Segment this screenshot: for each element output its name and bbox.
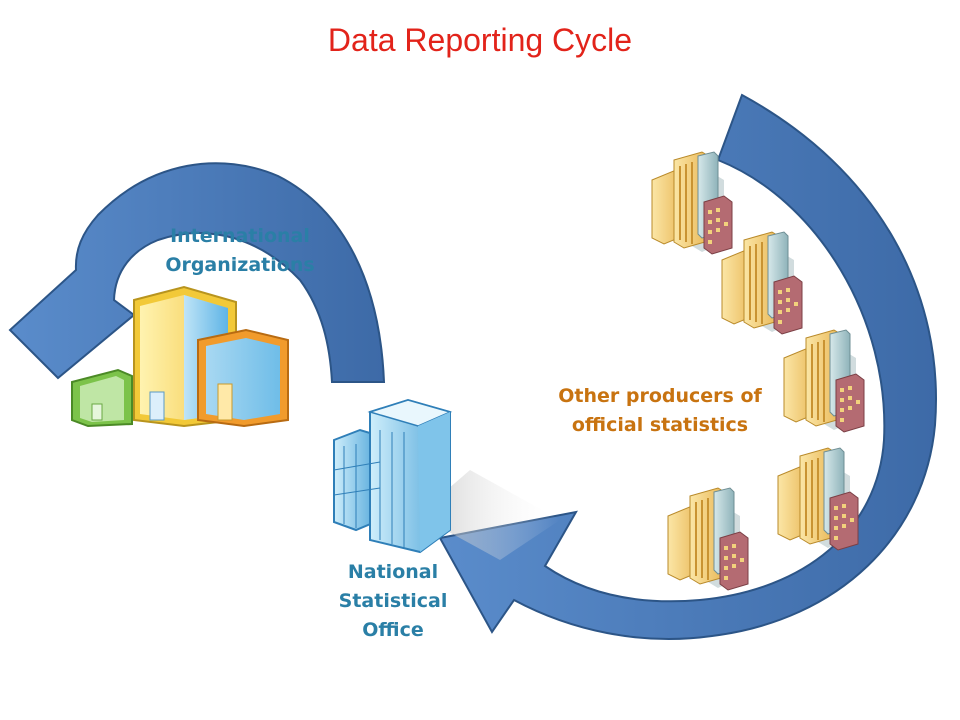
label-line: International <box>170 225 310 247</box>
arrow-other-to-nso <box>438 93 937 640</box>
label-line: Statistical <box>338 590 448 612</box>
label-line: Office <box>362 619 424 641</box>
nso-building-icon <box>333 398 560 560</box>
label-line: National <box>347 561 439 583</box>
label-other-producers: Other producers of official statistics <box>545 382 775 440</box>
label-line: official statistics <box>571 414 749 436</box>
label-international-organizations: International Organizations <box>150 222 330 280</box>
international-buildings-icon <box>71 285 289 428</box>
label-line: Other producers of <box>558 385 762 407</box>
label-line: Organizations <box>165 254 315 276</box>
arrow-nso-to-international <box>8 162 386 383</box>
diagram-title: Data Reporting Cycle <box>327 22 633 58</box>
label-national-statistical-office: National Statistical Office <box>318 558 468 645</box>
